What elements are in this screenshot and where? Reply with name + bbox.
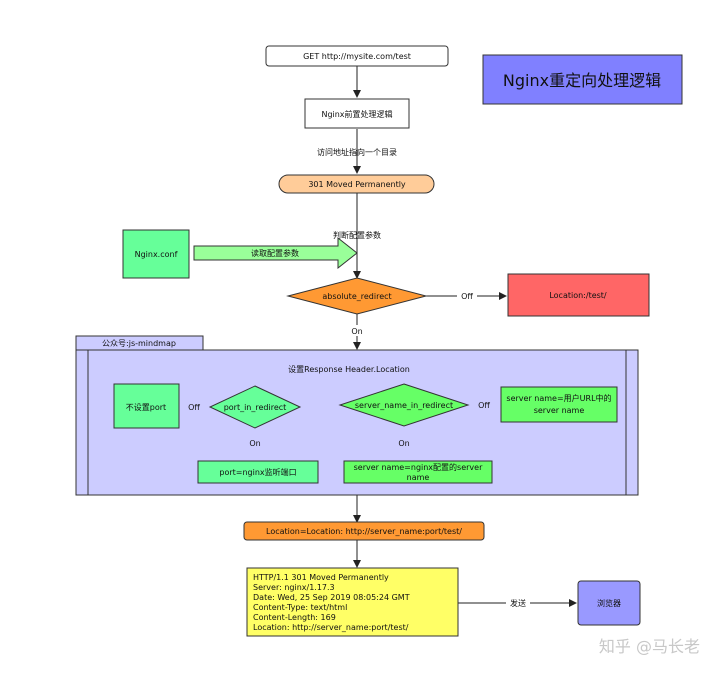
read-conf-arrow bbox=[193, 236, 358, 270]
server-name-conf-label-1: server name=nginx配置的server bbox=[354, 462, 483, 472]
location-full-box bbox=[243, 521, 485, 541]
moved-301-box bbox=[278, 174, 435, 194]
response-line: HTTP/1.1 301 Moved Permanently bbox=[253, 573, 389, 582]
off-label-bg-port bbox=[184, 401, 204, 412]
port-listen-box bbox=[197, 460, 319, 484]
no-port-label: 不设置port bbox=[126, 402, 166, 412]
response-box bbox=[246, 567, 459, 637]
absolute-redirect-diamond bbox=[286, 277, 428, 315]
edge-label-off-abs: Off bbox=[461, 292, 473, 301]
server-name-in-redirect-diamond bbox=[338, 383, 470, 427]
edge-label-judge: 判断配置参数 bbox=[333, 230, 381, 240]
group-tab-label: 公众号:js-mindmap bbox=[102, 339, 176, 348]
response-line: Server: nginx/1.17.3 bbox=[253, 583, 335, 592]
nginx-pre-label: Nginx前置处理逻辑 bbox=[321, 109, 392, 119]
server-name-user-label-2: server name bbox=[534, 406, 585, 415]
no-port-box bbox=[113, 383, 180, 429]
read-conf-label: 读取配置参数 bbox=[251, 248, 299, 258]
edge-label-send: 发送 bbox=[510, 598, 526, 608]
edge-label-on-server: On bbox=[398, 439, 409, 448]
server-name-user-label-1: server name=用户URL中的 bbox=[506, 393, 611, 403]
location-full-label: Location=Location: http://server_name:po… bbox=[266, 527, 462, 536]
edge-label-off-server: Off bbox=[478, 401, 490, 410]
port-in-redirect-label: port_in_redirect bbox=[224, 403, 287, 412]
port-listen-label: port=nginx监听端口 bbox=[219, 467, 296, 477]
response-line: Content-Length: 169 bbox=[253, 613, 336, 622]
watermark: 知乎 @马长老 bbox=[599, 637, 700, 656]
server-name-in-redirect-label: server_name_in_redirect bbox=[355, 401, 453, 410]
port-in-redirect-diamond bbox=[208, 385, 302, 429]
browser-label: 浏览器 bbox=[597, 598, 621, 608]
nginx-pre-box bbox=[304, 98, 410, 129]
edge-label-off-port: Off bbox=[188, 403, 200, 412]
send-label-bg bbox=[506, 597, 530, 608]
off-label-bg-abs bbox=[457, 290, 477, 301]
edge-label-on-port: On bbox=[249, 439, 260, 448]
on-label-bg-port bbox=[247, 437, 263, 448]
edge-label-point-dir: 访问地址指向一个目录 bbox=[317, 147, 397, 157]
server-name-user-box bbox=[500, 386, 618, 423]
browser-box bbox=[577, 580, 641, 626]
response-line: Location: http://server_name:port/test/ bbox=[253, 623, 409, 632]
off-label-bg-server bbox=[474, 399, 494, 410]
server-name-conf-box bbox=[343, 460, 493, 484]
title-box bbox=[482, 54, 683, 105]
location-test-box bbox=[507, 273, 650, 317]
moved-301-label: 301 Moved Permanently bbox=[308, 180, 406, 189]
get-request-box bbox=[265, 45, 449, 67]
group-title: 设置Response Header.Location bbox=[288, 364, 410, 374]
location-test-label: Location:/test/ bbox=[549, 291, 607, 300]
on-label-bg-server bbox=[396, 437, 412, 448]
server-name-conf-label-2: name bbox=[407, 473, 430, 482]
nginx-conf-label: Nginx.conf bbox=[135, 250, 178, 259]
response-line: Date: Wed, 25 Sep 2019 08:05:24 GMT bbox=[253, 593, 410, 602]
nginx-conf-box bbox=[122, 229, 190, 279]
absolute-redirect-label: absolute_redirect bbox=[322, 292, 391, 301]
response-line: Content-Type: text/html bbox=[253, 603, 347, 612]
on-label-bg-abs bbox=[349, 325, 365, 336]
get-request-label: GET http://mysite.com/test bbox=[303, 52, 411, 61]
edge-label-on-abs: On bbox=[351, 327, 362, 336]
diagram-title: Nginx重定向处理逻辑 bbox=[503, 71, 661, 90]
